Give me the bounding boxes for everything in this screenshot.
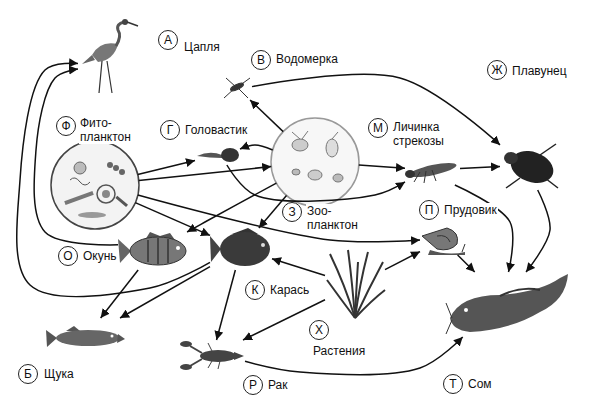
food-arrow: [139, 167, 271, 181]
food-arrow: [272, 259, 325, 276]
letter-label: Ф: [56, 116, 76, 136]
food-arrow: [252, 74, 500, 145]
letter-label: Р: [243, 375, 263, 395]
letter-label: Г: [160, 120, 180, 140]
water-strider-figure: [224, 78, 250, 98]
organism-name: Щука: [43, 367, 75, 381]
food-arrow: [34, 69, 118, 245]
heron-figure: [82, 19, 138, 93]
organism-node: ЖПлавунец: [500, 140, 560, 190]
zooplankton-figure: [271, 118, 359, 206]
letter-label: М: [368, 118, 388, 138]
organism-node: ЗЗоо- планктон: [271, 118, 359, 206]
organism-name: Головастик: [184, 123, 248, 137]
organism-name: Фито- планктон: [79, 116, 132, 144]
organism-node: ТСом: [445, 272, 570, 337]
organism-name: Водомерка: [275, 52, 339, 66]
letter-label: К: [245, 280, 265, 300]
tadpole-figure: [197, 148, 239, 162]
pike-figure: [46, 326, 125, 347]
crayfish-figure: [180, 341, 244, 370]
water-plant-figure: [327, 250, 385, 318]
food-arrow: [17, 63, 210, 296]
organism-node: ООкунь: [118, 232, 188, 270]
food-arrow: [138, 161, 195, 175]
food-arrow: [359, 165, 405, 168]
letter-label: А: [158, 30, 178, 50]
organism-node: МЛичинка стрекозы: [405, 155, 460, 185]
food-arrow: [217, 270, 236, 340]
food-arrow: [385, 252, 420, 270]
letter-label: Ж: [487, 60, 507, 80]
organism-node: ФФито- планктон: [51, 141, 139, 229]
organism-node: БЩука: [45, 318, 125, 358]
dragonfly-larva-figure: [405, 160, 458, 183]
letter-label: О: [58, 246, 78, 266]
food-arrow: [120, 267, 210, 318]
food-arrow: [245, 337, 463, 375]
food-arrow: [101, 270, 139, 318]
letter-label: П: [419, 200, 439, 220]
food-arrow: [526, 190, 550, 272]
food-arrow: [455, 185, 513, 272]
letter-label: Т: [443, 374, 463, 394]
food-arrow: [187, 183, 276, 232]
organism-node: ВВодомерка: [222, 75, 252, 100]
food-arrow: [240, 145, 273, 150]
organism-name: Карась: [269, 283, 310, 297]
organism-name: Растения: [312, 344, 366, 358]
crucian-carp-figure: [210, 228, 270, 266]
organism-name: Зоо- планктон: [306, 204, 359, 232]
pond-snail-figure: [422, 228, 465, 255]
diving-beetle-figure: [504, 144, 558, 189]
letter-label: Б: [18, 364, 38, 384]
organism-name: Цапля: [183, 40, 221, 54]
food-arrow: [138, 195, 420, 242]
catfish-figure: [446, 274, 568, 334]
letter-label: Х: [309, 320, 329, 340]
letter-label: В: [251, 50, 271, 70]
organism-name: Плавунец: [511, 64, 568, 78]
organism-node: РРак: [180, 340, 245, 370]
organism-node: ГГоловастик: [195, 145, 240, 165]
phytoplankton-figure: [51, 141, 139, 229]
organism-name: Личинка стрекозы: [392, 120, 445, 148]
organism-name: Окунь: [82, 249, 118, 263]
organism-name: Сом: [467, 377, 493, 391]
food-arrow: [250, 100, 283, 132]
organism-name: Прудовик: [443, 203, 498, 217]
organism-node: ХРастения: [325, 250, 385, 320]
organism-node: ППрудовик: [420, 225, 465, 255]
letter-label: З: [282, 202, 302, 222]
organism-node: АЦапля: [78, 20, 138, 95]
perch-figure: [118, 232, 186, 265]
food-arrow: [458, 255, 475, 272]
food-arrow: [135, 203, 210, 236]
organism-name: Рак: [267, 378, 289, 392]
food-arrow: [460, 167, 500, 169]
organism-node: ККарась: [210, 228, 272, 270]
